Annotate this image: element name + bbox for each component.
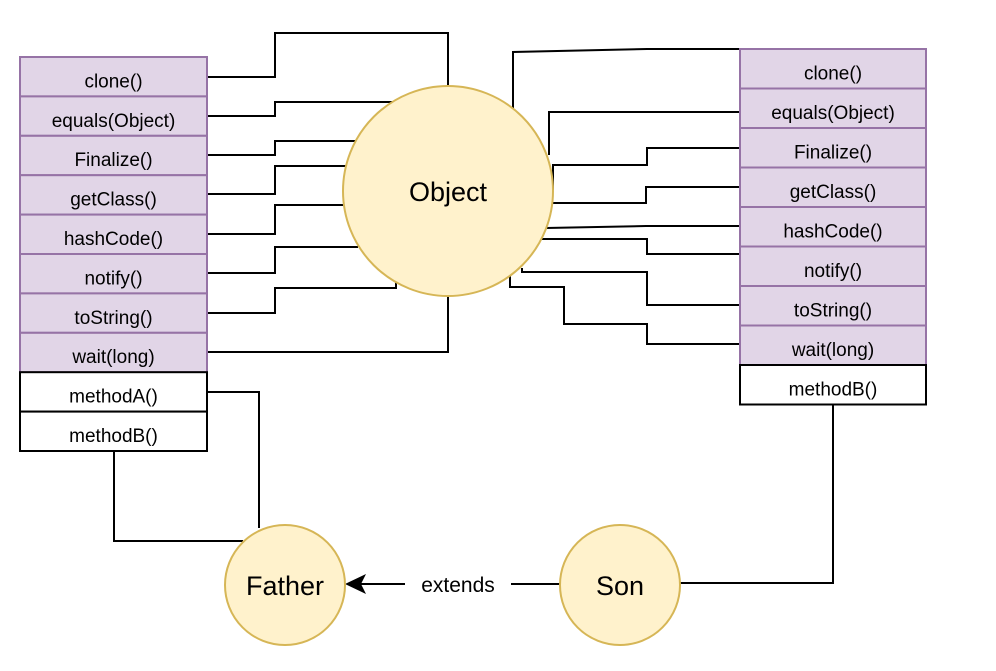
son-method-label: methodB()	[789, 380, 878, 401]
father-method-label: toString()	[74, 308, 152, 329]
father-method-row[interactable]	[19, 56, 208, 98]
son-method-row[interactable]	[739, 324, 927, 366]
son-method-row[interactable]	[739, 87, 927, 129]
connector-father-clone	[207, 32, 449, 86]
connector-son-getclass	[547, 186, 740, 204]
connector-father-getclass	[207, 165, 356, 195]
connector-son-tostring	[521, 268, 740, 306]
son-method-label: wait(long)	[791, 340, 874, 361]
father-method-row[interactable]	[19, 371, 208, 413]
connector-son-methodB	[680, 404, 834, 584]
son-method-label: getClass()	[790, 182, 877, 203]
connectors	[113, 32, 834, 585]
son-method-label: clone()	[804, 64, 862, 85]
father-method-label: methodA()	[69, 387, 158, 408]
son-label: Son	[596, 571, 644, 601]
connector-son-wait	[509, 268, 740, 345]
son-method-label: equals(Object)	[771, 103, 895, 124]
son-method-row[interactable]	[739, 364, 927, 406]
connector-father-methodB	[113, 451, 243, 542]
father-label: Father	[246, 571, 324, 601]
connector-son-notify	[538, 238, 740, 255]
son-method-row[interactable]	[739, 127, 927, 169]
father-method-label: wait(long)	[71, 347, 154, 368]
son-method-table: clone() equals(Object) Finalize() getClass(…	[739, 48, 927, 406]
father-method-row[interactable]	[19, 292, 208, 334]
father-method-table: clone() equals(Object) Finalize() getClass(…	[19, 56, 208, 453]
extends-label: extends	[421, 574, 495, 597]
father-method-row[interactable]	[19, 331, 208, 374]
son-method-label: Finalize()	[794, 143, 872, 164]
son-method-label: notify()	[804, 261, 862, 282]
connector-son-clone	[512, 48, 740, 109]
connector-son-finalize	[552, 147, 740, 190]
father-method-row[interactable]	[19, 410, 208, 453]
father-method-label: equals(Object)	[52, 111, 176, 132]
father-method-row[interactable]	[19, 95, 208, 137]
object-label: Object	[409, 177, 488, 207]
father-method-label: getClass()	[70, 190, 157, 211]
extends-label-bg	[405, 570, 511, 598]
son-method-label: toString()	[794, 301, 872, 322]
father-method-label: notify()	[84, 268, 142, 289]
connector-father-wait	[207, 296, 449, 353]
object-node[interactable]	[342, 85, 554, 297]
son-method-label: hashCode()	[783, 222, 882, 243]
father-method-row[interactable]	[19, 253, 208, 295]
son-node[interactable]	[559, 524, 681, 646]
connector-father-notify	[207, 246, 358, 274]
son-method-row[interactable]	[739, 166, 927, 208]
son-method-row[interactable]	[739, 48, 927, 90]
son-method-row[interactable]	[739, 245, 927, 287]
arrowhead-icon	[345, 574, 366, 594]
connector-father-finalize	[207, 140, 356, 156]
connector-father-methodA	[207, 391, 260, 528]
connector-father-tostring	[207, 271, 397, 314]
connector-son-equals	[548, 111, 740, 155]
father-method-label: hashCode()	[64, 229, 163, 250]
father-method-row[interactable]	[19, 174, 208, 216]
connector-father-hashcode	[207, 204, 352, 235]
father-method-label: Finalize()	[74, 150, 152, 171]
father-method-label: methodB()	[69, 426, 158, 447]
father-method-row[interactable]	[19, 213, 208, 256]
father-method-row[interactable]	[19, 134, 208, 177]
connector-son-hashcode	[545, 225, 740, 229]
father-method-label: clone()	[84, 71, 142, 92]
son-method-row[interactable]	[739, 285, 927, 327]
father-node[interactable]	[224, 524, 346, 646]
connector-father-equals	[207, 101, 409, 117]
